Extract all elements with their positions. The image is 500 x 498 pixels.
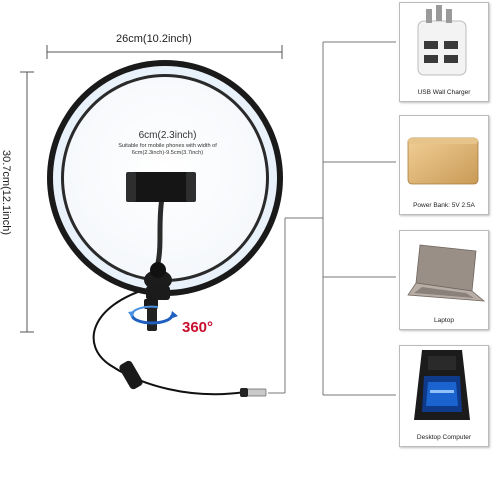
gooseneck xyxy=(155,197,165,264)
usb-plug xyxy=(245,388,267,397)
ball-head xyxy=(144,270,172,290)
device-card-laptop: Laptop xyxy=(399,230,489,330)
width-cm: 26cm xyxy=(116,33,143,45)
inline-switch xyxy=(119,360,143,390)
desktop-computer-icon xyxy=(414,350,470,420)
phone-note-line1: Suitable for mobile phones with width of xyxy=(118,143,217,149)
rotation-mount xyxy=(128,291,178,331)
ring-light xyxy=(47,60,283,300)
rotation-label: 360° xyxy=(182,319,214,336)
height-label: 30.7cm(12.1inch) xyxy=(0,150,12,235)
power-bank-icon xyxy=(407,137,479,185)
usb-cable xyxy=(92,287,246,396)
device-label: Laptop xyxy=(434,317,454,324)
phone-note-line2: 6cm(2.3inch)-9.5cm(3.7inch) xyxy=(131,150,204,156)
width-inch: (10.2inch) xyxy=(142,33,192,45)
phone-note: Suitable for mobile phones with width of… xyxy=(100,143,235,157)
phone-width-cm: 6cm xyxy=(138,130,158,141)
wall-charger-icon xyxy=(417,5,467,76)
device-label: Desktop Computer xyxy=(416,434,472,441)
phone-width-inch: (2.3inch) xyxy=(157,130,197,141)
device-label: USB Wall Charger xyxy=(417,89,471,96)
height-inch: (12.1inch) xyxy=(0,186,12,235)
width-dimension-line xyxy=(46,45,283,59)
laptop-icon xyxy=(407,244,486,302)
height-cm: 30.7cm xyxy=(0,150,12,187)
connector-lines xyxy=(268,41,396,396)
device-label: Power Bank: 5V 2.5A xyxy=(413,202,475,209)
phone-holder xyxy=(126,172,196,202)
device-card-power-bank: Power Bank: 5V 2.5A xyxy=(399,115,489,215)
width-label: 26cm(10.2inch) xyxy=(116,33,192,45)
height-dimension-line xyxy=(20,71,34,333)
phone-width-label: 6cm(2.3inch) xyxy=(100,130,235,141)
device-card-wall-charger: USB Wall Charger xyxy=(399,2,489,102)
device-card-desktop: Desktop Computer xyxy=(399,345,489,447)
